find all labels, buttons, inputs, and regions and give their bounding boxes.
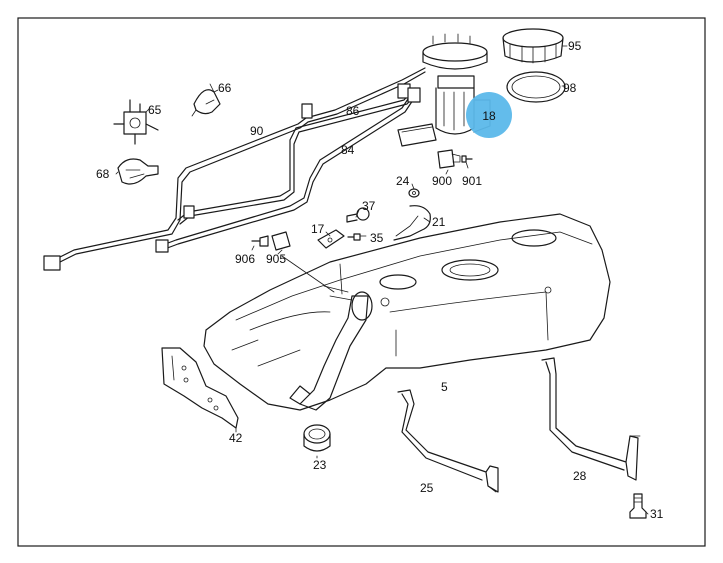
label-68: 68 [96,167,110,181]
label-24: 24 [396,174,410,188]
label-95: 95 [568,39,582,53]
highlight-marker-18[interactable] [466,92,512,138]
lock-ring-95[interactable] [502,28,564,64]
label-90: 90 [250,124,264,138]
leader-lines [115,45,649,515]
label-37: 37 [362,199,376,213]
label-28: 28 [573,469,587,483]
label-906: 906 [235,252,255,266]
heat-shield-42[interactable] [161,347,239,429]
level-sensor-21[interactable] [393,205,431,241]
sensor-84[interactable] [397,123,437,147]
label-31: 31 [650,507,664,521]
tank-strap-28[interactable] [541,357,641,481]
label-98: 98 [563,81,577,95]
holder-68[interactable] [117,158,159,185]
label-17: 17 [311,222,325,236]
label-86: 86 [346,104,360,118]
label-901: 901 [462,174,482,188]
seal-ring-98[interactable] [506,71,566,103]
label-905: 905 [266,252,286,266]
connector-905[interactable] [271,231,291,251]
fuel-lines[interactable] [43,67,426,271]
label-42: 42 [229,431,243,445]
diagram-frame [17,17,706,547]
connector-900[interactable] [437,149,461,169]
label-65: 65 [148,103,162,117]
highlight-label-18: 18 [482,109,496,123]
label-66: 66 [218,81,232,95]
label-84: 84 [341,143,355,157]
label-900: 900 [432,174,452,188]
bracket-17[interactable] [317,229,345,249]
label-23: 23 [313,458,327,472]
connector-906[interactable] [251,235,269,247]
label-25: 25 [420,481,434,495]
tank-strap-25[interactable] [397,389,499,493]
grommet-23[interactable] [303,424,331,452]
label-21: 21 [432,215,446,229]
filler-neck[interactable] [289,285,373,411]
label-35: 35 [370,231,384,245]
clip-66[interactable] [191,83,221,117]
valve-65[interactable] [113,99,159,145]
bolt-31[interactable] [629,493,647,519]
label-5: 5 [441,380,448,394]
fuel-tank-5[interactable] [203,213,611,411]
clip-35[interactable] [347,233,361,241]
